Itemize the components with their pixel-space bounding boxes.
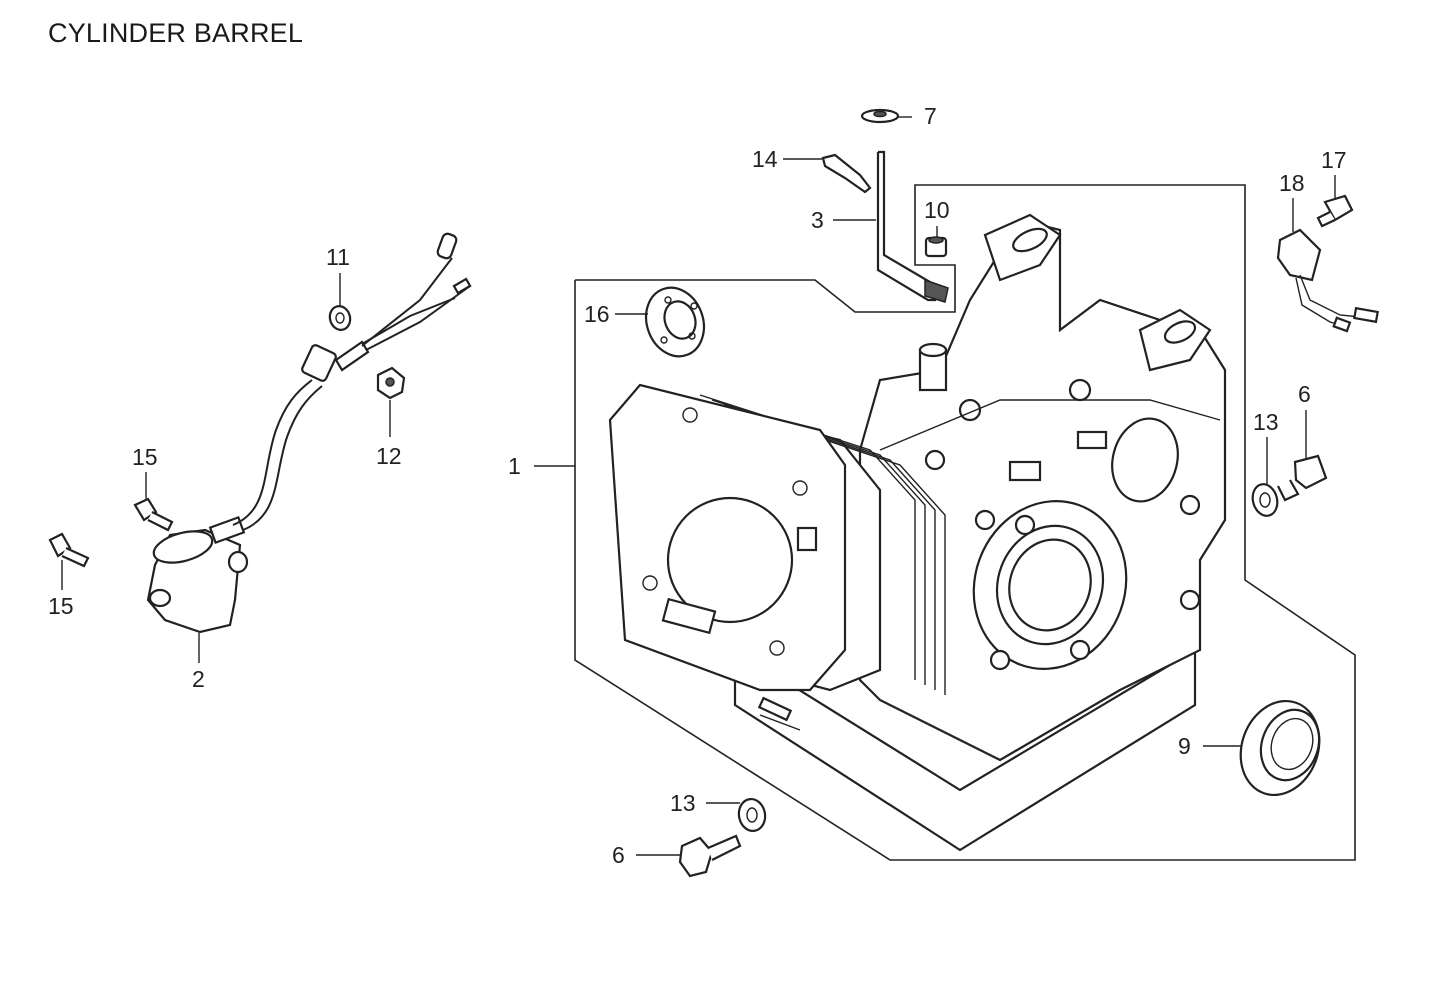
callout-16: 16 (584, 301, 610, 327)
nut-part-12 (376, 366, 406, 400)
grommet-part-10 (924, 236, 948, 258)
clip-part-14 (821, 153, 872, 194)
breather-rod (876, 150, 949, 303)
callout-18: 18 (1279, 170, 1305, 196)
callout-7: 7 (924, 103, 937, 129)
callout-13-right: 13 (1253, 409, 1279, 435)
oil-sensor-part-18 (1276, 228, 1379, 333)
bolt-part-17 (1316, 194, 1354, 228)
callout-12: 12 (376, 443, 402, 469)
bolt-part-15-upper (133, 497, 174, 532)
washer-part-13-right (1251, 483, 1279, 517)
bolt-part-6-right (1277, 454, 1328, 502)
callout-17: 17 (1321, 147, 1347, 173)
callout-11: 11 (326, 244, 350, 270)
washer-part-11 (328, 305, 352, 331)
assembly-boundary-line (574, 184, 1356, 861)
ignition-unit-part-2 (146, 232, 472, 634)
callout-14: 14 (752, 146, 778, 172)
callout-13-bottom: 13 (670, 790, 696, 816)
page-title: CYLINDER BARREL (48, 18, 304, 48)
callout-2: 2 (192, 666, 205, 692)
cap-part-7 (860, 108, 900, 124)
leader-lines (61, 116, 1336, 856)
cylinder-barrel-block (608, 213, 1227, 852)
bolt-part-15-lower (48, 532, 90, 568)
bearing-part-16 (644, 286, 706, 358)
washer-part-13-bottom (737, 797, 767, 833)
callout-6-bottom: 6 (612, 842, 625, 868)
callout-15-lower: 15 (48, 593, 74, 619)
callout-15-upper: 15 (132, 444, 158, 470)
callout-6-right: 6 (1298, 381, 1311, 407)
callout-3: 3 (811, 207, 824, 233)
callout-labels: 7 14 3 10 16 1 11 12 15 15 2 13 6 17 18 … (48, 103, 1347, 868)
oil-seal-part-9 (1239, 699, 1321, 797)
callout-10: 10 (924, 197, 950, 223)
bolt-part-6-bottom (678, 834, 742, 878)
callout-9: 9 (1178, 733, 1191, 759)
callout-1: 1 (508, 453, 521, 479)
